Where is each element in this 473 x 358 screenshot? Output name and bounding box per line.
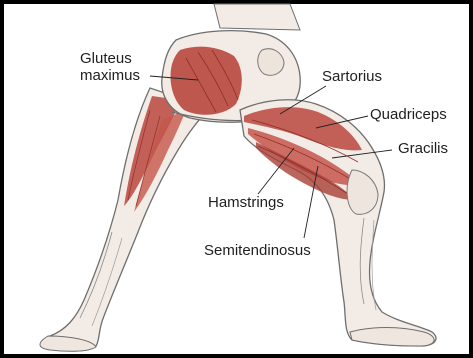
label-sartorius: Sartorius <box>322 68 382 85</box>
label-quadriceps: Quadriceps <box>370 106 447 123</box>
torso-bottom <box>214 4 300 30</box>
label-semitendinosus: Semitendinosus <box>204 242 311 259</box>
gluteus-maximus-muscle <box>171 47 242 115</box>
label-gracilis: Gracilis <box>398 140 448 157</box>
label-gluteus-maximus-line1: Gluteus <box>80 50 132 67</box>
label-hamstrings: Hamstrings <box>208 194 284 211</box>
label-gluteus-maximus-line2: maximus <box>80 67 140 84</box>
